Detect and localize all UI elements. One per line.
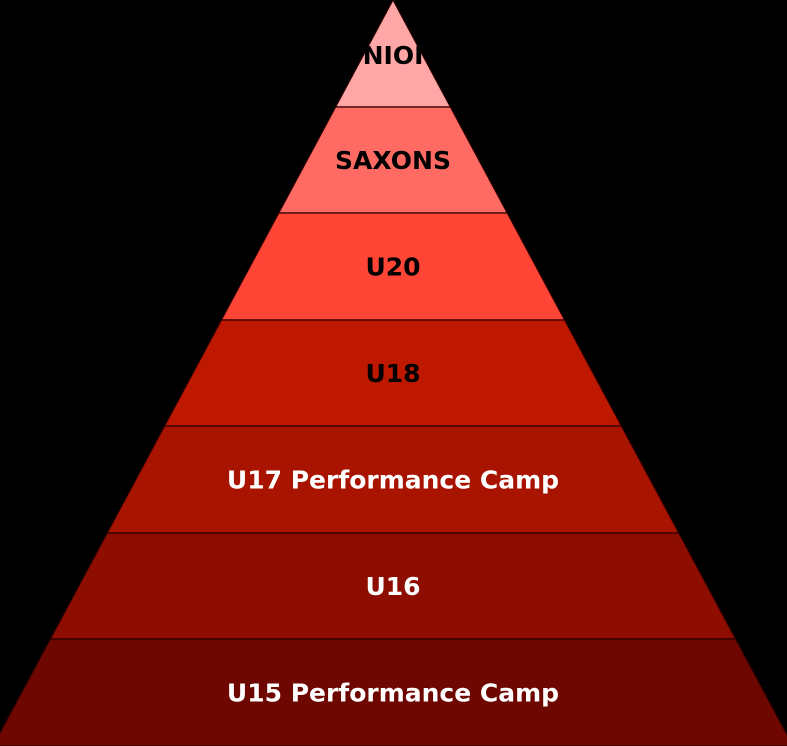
tier-label-7: U15 Performance Camp [227,679,559,708]
tier-label-3: U20 [365,253,420,282]
tier-label-1: NIOI [363,41,424,70]
tier-label-5: U17 Performance Camp [227,466,559,495]
pyramid-tier-7 [0,638,787,746]
tier-label-4: U18 [365,359,420,388]
tier-label-6: U16 [365,572,420,601]
tier-label-2: SAXONS [335,146,451,175]
